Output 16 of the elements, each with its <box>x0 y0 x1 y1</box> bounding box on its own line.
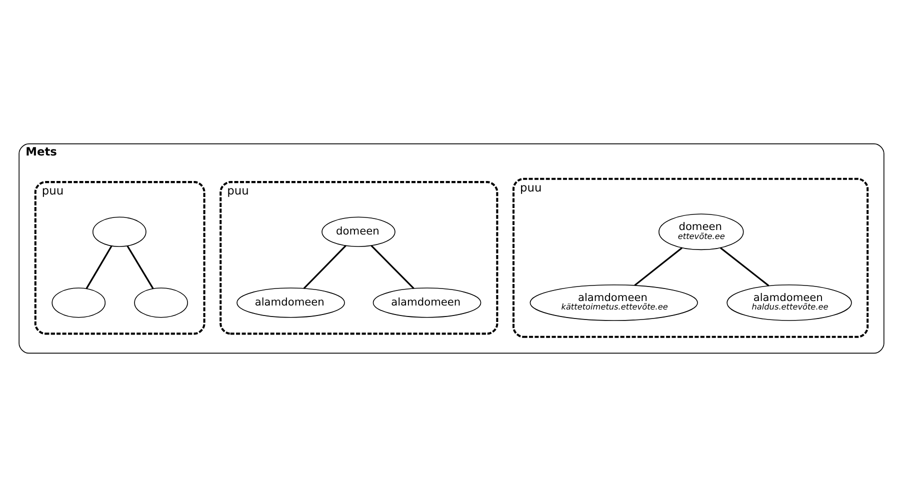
node-ellipse: alamdomeen <box>372 288 482 318</box>
node-ellipse: alamdomeen kättetoimetus.ettevõte.ee <box>530 284 698 321</box>
node-ellipse: domeen <box>322 216 396 247</box>
connector <box>303 245 346 289</box>
node-ellipse: alamdomeen haldus.ettevõte.ee <box>726 284 852 321</box>
node-ellipse: alamdomeen <box>236 288 345 318</box>
node-ellipse <box>52 288 106 318</box>
connector <box>720 247 770 286</box>
node-ellipse <box>92 216 146 247</box>
node-ellipse: domeen ettevõte.ee <box>658 214 744 250</box>
connector <box>634 247 682 286</box>
connector <box>86 246 112 289</box>
node-ellipse <box>134 288 188 318</box>
cluster: puu <box>34 181 206 335</box>
connector <box>370 245 414 289</box>
connector <box>126 246 154 289</box>
